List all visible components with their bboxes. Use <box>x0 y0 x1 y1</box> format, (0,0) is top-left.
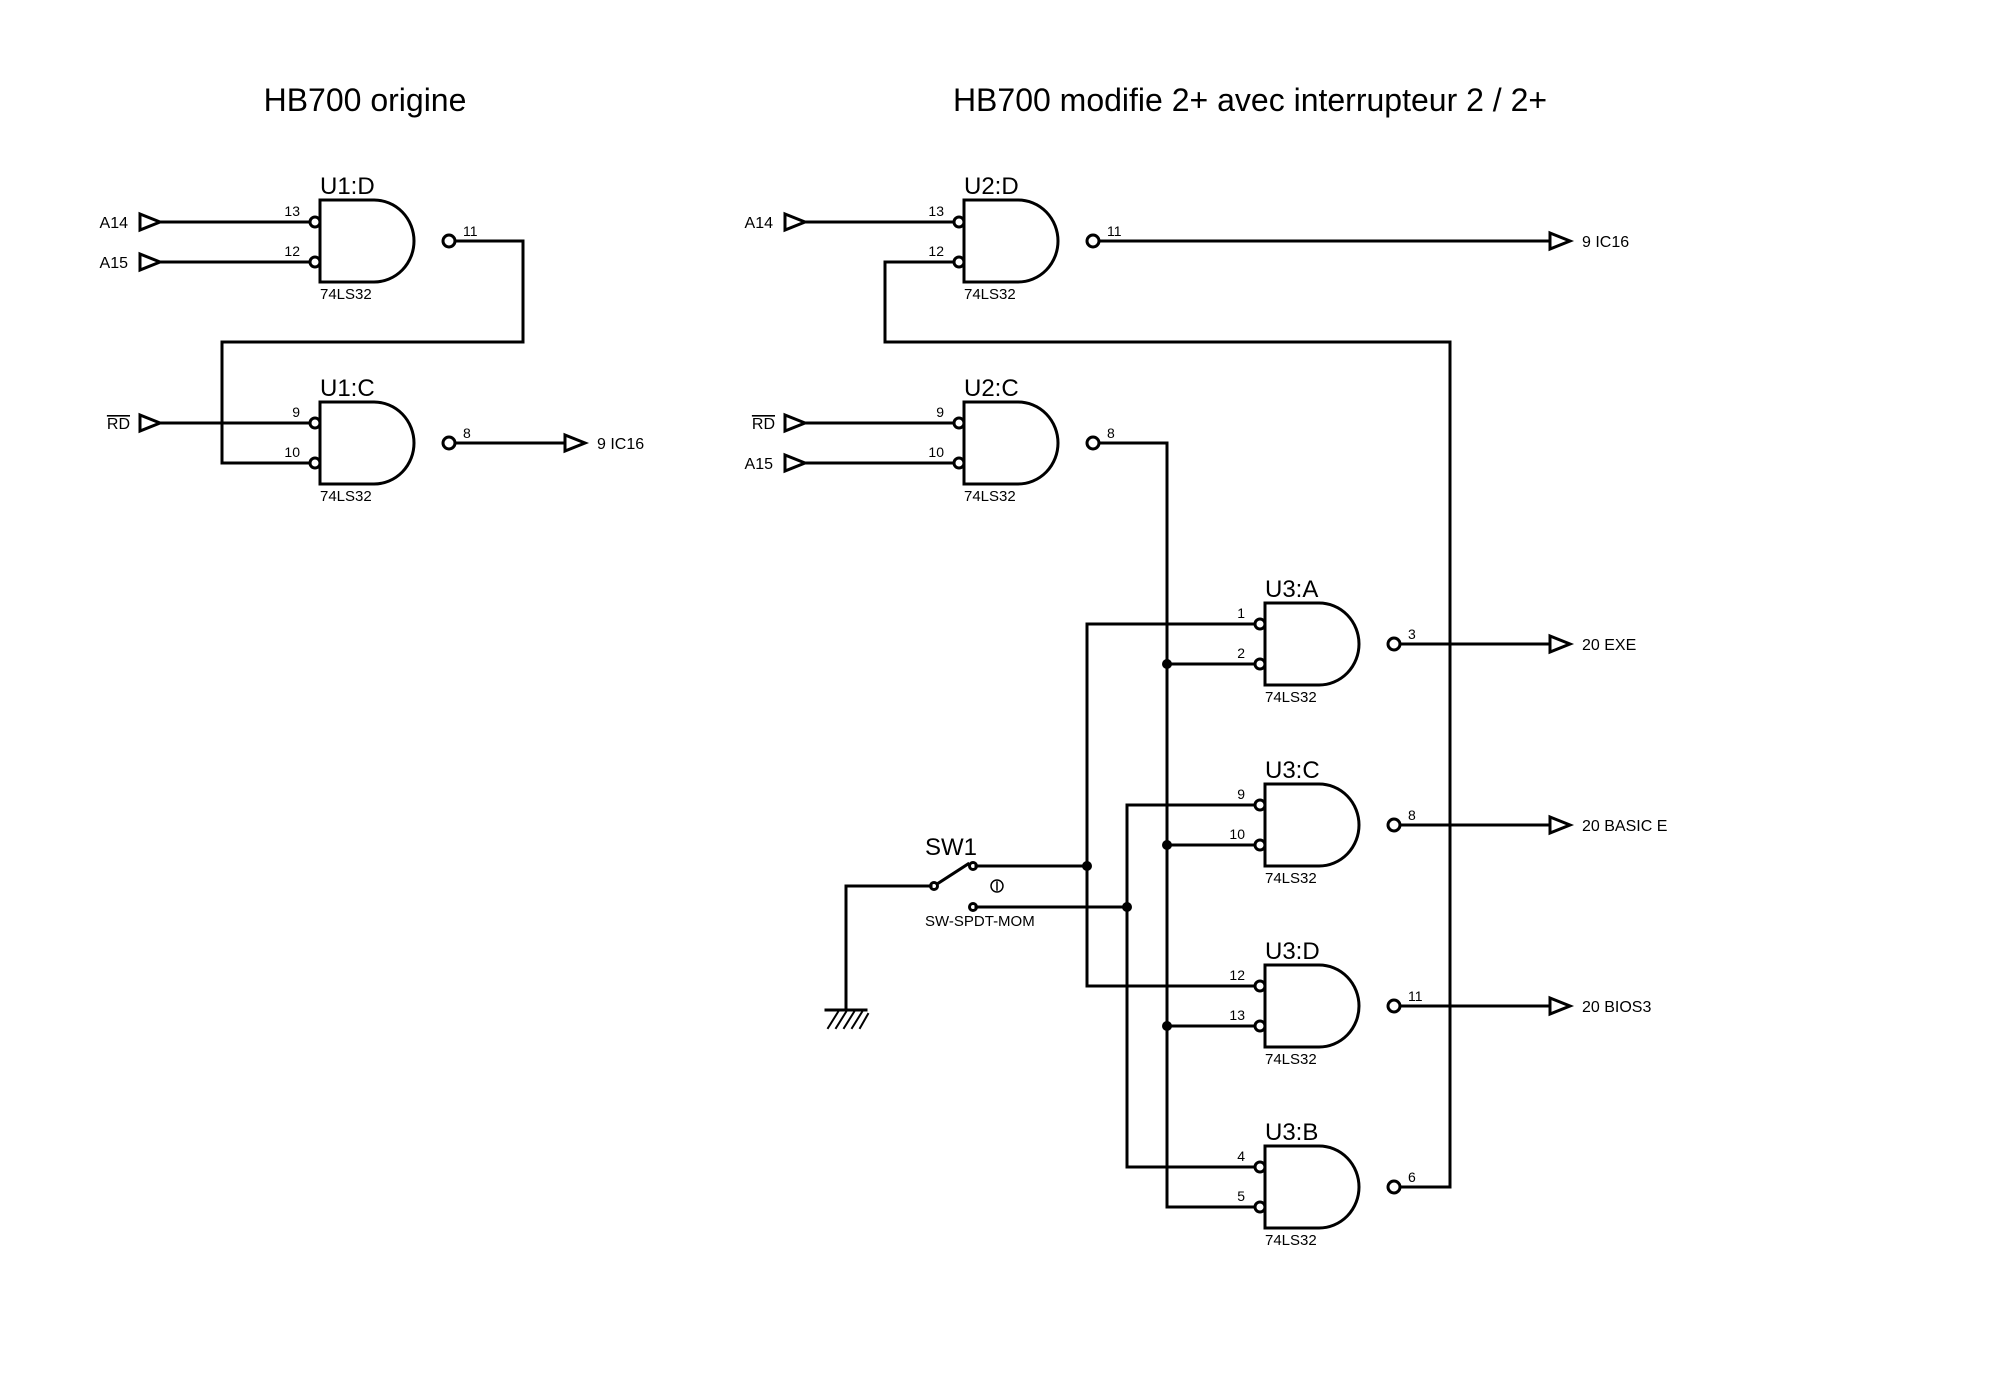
gate-ref: U1:C <box>320 375 375 402</box>
title-right: HB700 modifie 2+ avec interrupteur 2 / 2… <box>953 82 1547 118</box>
svg-text:6: 6 <box>1408 1169 1416 1185</box>
svg-text:10: 10 <box>284 444 300 460</box>
svg-text:13: 13 <box>928 203 944 219</box>
svg-text:74LS32: 74LS32 <box>1265 1051 1317 1068</box>
svg-text:10: 10 <box>928 444 944 460</box>
gate-ref: U3:A <box>1265 576 1318 603</box>
svg-text:2: 2 <box>1237 645 1245 661</box>
svg-text:74LS32: 74LS32 <box>1265 870 1317 887</box>
port-a14-right: A14 <box>745 211 810 233</box>
gate-u2c: U2:C 9 10 8 74LS32 <box>928 375 1115 505</box>
svg-text:9 IC16: 9 IC16 <box>597 436 644 453</box>
svg-text:8: 8 <box>1408 807 1416 823</box>
svg-text:A15: A15 <box>745 456 774 473</box>
port-rd-left: RD <box>107 412 165 434</box>
ground-symbol <box>824 1008 870 1030</box>
title-left: HB700 origine <box>264 82 467 118</box>
svg-text:RD: RD <box>107 416 130 433</box>
svg-text:20 EXE: 20 EXE <box>1582 637 1636 654</box>
svg-text:20 BASIC E: 20 BASIC E <box>1582 818 1667 835</box>
gate-u3d: U3:D 12 13 11 74LS32 <box>1229 938 1422 1068</box>
svg-text:12: 12 <box>1229 967 1245 983</box>
svg-text:11: 11 <box>1107 223 1122 239</box>
port-a15-left: A15 <box>100 251 165 273</box>
svg-text:12: 12 <box>928 243 944 259</box>
port-a14-left: A14 <box>100 211 165 233</box>
svg-text:3: 3 <box>1408 626 1416 642</box>
wires-right <box>803 220 1552 1209</box>
gate-ref: U3:B <box>1265 1119 1318 1146</box>
svg-text:A14: A14 <box>100 215 129 232</box>
switch-sw1: SW1 SW-SPDT-MOM <box>925 834 1035 930</box>
port-rd-right: RD <box>752 412 810 434</box>
gate-ref: U2:D <box>964 173 1019 200</box>
svg-text:9: 9 <box>1237 786 1245 802</box>
svg-text:74LS32: 74LS32 <box>320 286 372 303</box>
port-out-bios3: 20 BIOS3 <box>1548 995 1651 1017</box>
svg-text:A15: A15 <box>100 255 129 272</box>
svg-text:8: 8 <box>463 425 471 441</box>
svg-text:74LS32: 74LS32 <box>964 286 1016 303</box>
svg-text:9 IC16: 9 IC16 <box>1582 234 1629 251</box>
svg-text:12: 12 <box>284 243 300 259</box>
gate-ref: U3:C <box>1265 757 1320 784</box>
svg-text:13: 13 <box>1229 1007 1245 1023</box>
port-out-ic16-left: 9 IC16 <box>563 432 644 454</box>
svg-text:4: 4 <box>1237 1148 1245 1164</box>
svg-text:11: 11 <box>1408 988 1423 1004</box>
wires-left <box>158 220 567 465</box>
switch-type: SW-SPDT-MOM <box>925 913 1035 930</box>
port-out-basic-e: 20 BASIC E <box>1548 814 1667 836</box>
svg-text:5: 5 <box>1237 1188 1245 1204</box>
svg-text:10: 10 <box>1229 826 1245 842</box>
gate-u1c: U1:C 9 10 8 74LS32 <box>284 375 471 505</box>
svg-text:A14: A14 <box>745 215 774 232</box>
svg-text:13: 13 <box>284 203 300 219</box>
svg-text:74LS32: 74LS32 <box>1265 1232 1317 1249</box>
svg-text:8: 8 <box>1107 425 1115 441</box>
switch-ref: SW1 <box>925 834 977 861</box>
port-out-exe: 20 EXE <box>1548 633 1636 655</box>
gate-ref: U1:D <box>320 173 375 200</box>
svg-text:9: 9 <box>936 404 944 420</box>
svg-text:20 BIOS3: 20 BIOS3 <box>1582 999 1651 1016</box>
gate-u3a: U3:A 1 2 3 74LS32 <box>1237 576 1416 706</box>
svg-text:74LS32: 74LS32 <box>320 488 372 505</box>
gate-u1d: U1:D 13 12 11 74LS32 <box>284 173 477 303</box>
svg-text:RD: RD <box>752 416 775 433</box>
junctions <box>1082 659 1172 1031</box>
gate-ref: U3:D <box>1265 938 1320 965</box>
port-out-ic16-right: 9 IC16 <box>1548 230 1629 252</box>
gate-u3c: U3:C 9 10 8 74LS32 <box>1229 757 1416 887</box>
svg-text:9: 9 <box>292 404 300 420</box>
svg-text:74LS32: 74LS32 <box>964 488 1016 505</box>
port-a15-right: A15 <box>745 452 810 474</box>
gate-u2d: U2:D 13 12 11 74LS32 <box>928 173 1121 303</box>
gate-ref: U2:C <box>964 375 1019 402</box>
svg-text:11: 11 <box>463 223 478 239</box>
svg-text:1: 1 <box>1237 605 1245 621</box>
gate-u3b: U3:B 4 5 6 74LS32 <box>1237 1119 1416 1249</box>
svg-text:74LS32: 74LS32 <box>1265 689 1317 706</box>
